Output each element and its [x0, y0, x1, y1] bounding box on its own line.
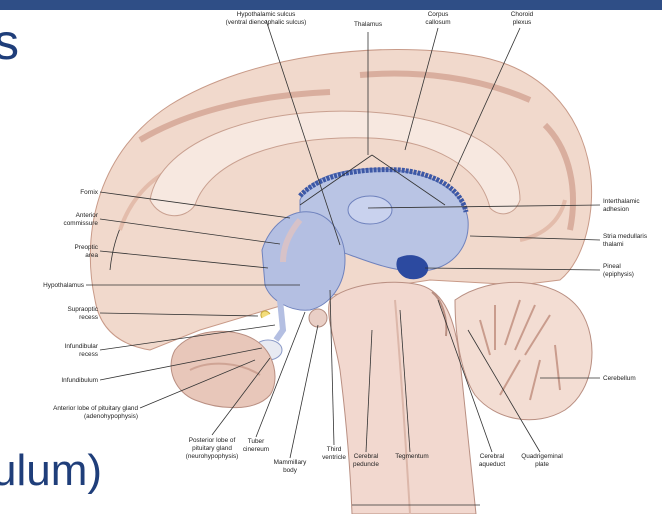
interthalamic-adhesion: [348, 196, 392, 224]
label-choroid-plexus: Choroid: [511, 11, 534, 18]
label-stria-medullaris: Stria medullaris: [603, 233, 647, 240]
label-third-ventricle-2: ventricle: [322, 454, 346, 461]
cerebellum: [455, 282, 592, 419]
label-anterior-commissure-2: commissure: [64, 220, 99, 227]
label-preoptic-area: Preoptic: [75, 244, 99, 251]
label-preoptic-area-2: area: [85, 252, 98, 259]
label-stria-medullaris-2: thalami: [603, 241, 624, 248]
label-mammillary-body: Mammillary: [274, 459, 307, 466]
label-tegmentum: Tegmentum: [395, 453, 428, 460]
label-thalamus: Thalamus: [354, 21, 382, 28]
label-cerebellum: Cerebellum: [603, 375, 636, 382]
label-infundibular-recess: Infundibular: [65, 343, 99, 350]
slide-bottom-text-fragment: ulum): [0, 446, 102, 496]
label-anterior-pituitary-2: (adenohypophysis): [84, 413, 138, 420]
label-interthalamic-adhesion-2: adhesion: [603, 206, 629, 213]
label-posterior-pituitary-3: (neurohypophysis): [186, 453, 239, 460]
label-pineal: Pineal: [603, 263, 621, 270]
label-infundibulum: Infundibulum: [61, 377, 98, 384]
label-corpus-callosum-2: callosum: [425, 19, 450, 26]
mammillary-body: [309, 309, 327, 327]
temporal-lobe: [171, 331, 275, 407]
label-corpus-callosum: Corpus: [428, 11, 449, 18]
label-supraoptic-recess-2: recess: [79, 314, 98, 321]
label-quadrigeminal-plate-2: plate: [535, 461, 549, 468]
label-cerebral-peduncle: Cerebral: [354, 453, 379, 460]
label-tuber-cinereum: Tuber: [248, 438, 265, 445]
label-hypothalamus: Hypothalamus: [43, 282, 84, 289]
label-cerebral-aqueduct-2: aqueduct: [479, 461, 506, 468]
label-choroid-plexus-2: plexus: [513, 19, 531, 26]
label-third-ventricle: Third: [327, 446, 342, 453]
label-anterior-commissure: Anterior: [76, 212, 99, 219]
label-fornix: Fornix: [80, 189, 99, 196]
label-cerebral-aqueduct: Cerebral: [480, 453, 505, 460]
label-interthalamic-adhesion: Interthalamic: [603, 198, 640, 205]
label-mammillary-body-2: body: [283, 467, 298, 474]
label-posterior-pituitary-2: pituitary gland: [192, 445, 232, 452]
slide-title-fragment: s: [0, 14, 19, 70]
label-infundibular-recess-2: recess: [79, 351, 98, 358]
label-hypothalamic-sulcus: Hypothalamic sulcus: [237, 11, 296, 18]
label-cerebral-peduncle-2: peduncle: [353, 461, 379, 468]
label-posterior-pituitary: Posterior lobe of: [189, 437, 236, 444]
label-supraoptic-recess: Supraoptic: [67, 306, 98, 313]
label-tuber-cinereum-2: cinereum: [243, 446, 269, 453]
label-anterior-pituitary: Anterior lobe of pituitary gland: [53, 405, 138, 412]
label-pineal-2: (epiphysis): [603, 271, 634, 278]
label-hypothalamic-sulcus-sub: (ventral diencephalic sulcus): [226, 19, 307, 26]
label-quadrigeminal-plate: Quadrigeminal: [521, 453, 563, 460]
